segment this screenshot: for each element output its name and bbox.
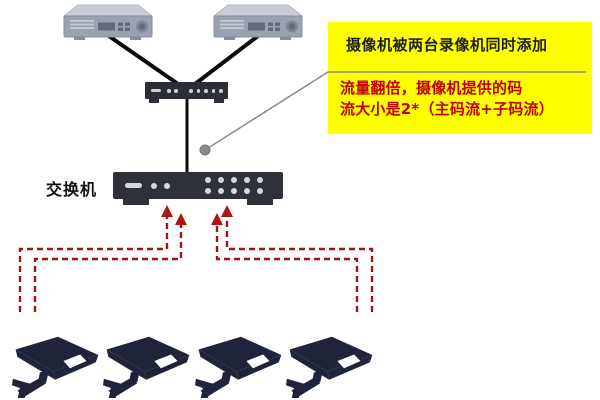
switch-led [164,183,170,189]
hub-foot [214,99,224,103]
switch-foot [123,199,149,205]
callout-title: 摄像机被两台录像机同时添加 [346,36,548,54]
dashed-flow-cam1-b [33,224,183,312]
switch-led [205,177,211,183]
switch-led [218,177,224,183]
cctv-camera-icon-3 [195,334,285,398]
flow-arrowhead-2 [175,213,187,225]
hub-led [204,89,208,93]
hub-foot [149,99,159,103]
dashed-flow-cam4-a [215,224,359,312]
switch-led [257,188,263,194]
switch-led [151,183,157,189]
switch-led [205,188,211,194]
hub-led [196,89,200,93]
nvr-recorder-icon-2 [212,3,304,43]
nvr-recorder-icon-1 [62,3,154,43]
hub-port-slot [151,89,161,92]
flow-arrowhead-3 [211,213,223,225]
dashed-flow-cam4-b [225,216,374,312]
callout-body: 流量翻倍，摄像机提供的码 流大小是2*（主码流+子码流） [340,78,586,120]
hub-led [174,89,178,93]
uplink-hub-icon [145,82,228,103]
hub-led [211,89,215,93]
callout-box: 摄像机被两台录像机同时添加 流量翻倍，摄像机提供的码 流大小是2*（主码流+子码… [328,22,592,134]
flow-arrowhead-1 [161,205,173,217]
hub-led [167,89,171,93]
flow-arrowhead-4 [221,205,233,217]
switch-label: 交换机 [46,180,98,199]
switch-led [231,177,237,183]
switch-port-slot [125,183,142,188]
hub-led [219,89,223,93]
callout-body-line1: 流量翻倍，摄像机提供的码 [340,79,523,97]
cctv-camera-icon-4 [286,334,376,398]
core-switch-icon [113,172,283,205]
switch-led [244,188,250,194]
switch-led [218,188,224,194]
leader-dot [199,144,211,156]
cctv-camera-icon-1 [12,334,102,398]
dashed-flow-cam1-a [18,216,169,312]
callout-body-line2: 流大小是2*（主码流+子码流） [340,100,554,118]
connector-nvr2-hub [193,34,260,86]
switch-foot [247,199,273,205]
hub-led [189,89,193,93]
switch-led [231,188,237,194]
cctv-camera-icon-2 [103,334,193,398]
switch-led [244,177,250,183]
switch-led [257,177,263,183]
